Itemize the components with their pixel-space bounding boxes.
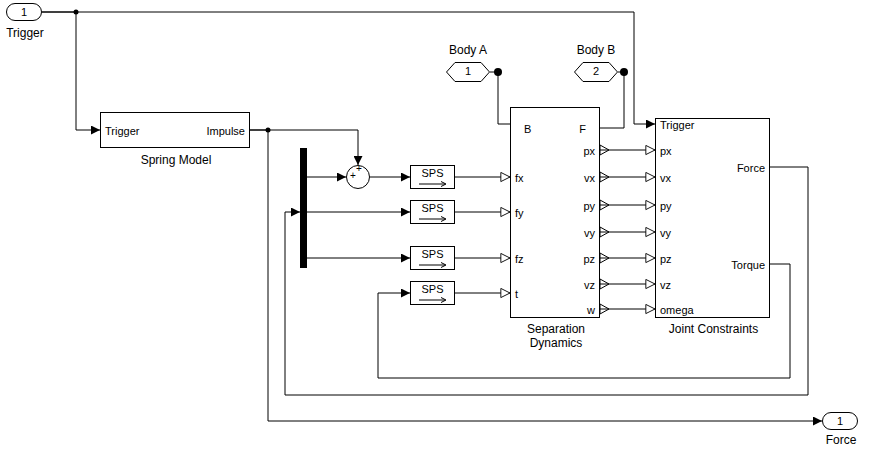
port-label: px — [583, 144, 595, 158]
port-label: w — [587, 303, 595, 317]
port-label: px — [660, 144, 672, 158]
block-name: Force — [811, 433, 871, 447]
port-label: fz — [515, 252, 524, 266]
sps-arrow — [418, 181, 448, 187]
port-label: 1 — [823, 414, 857, 428]
signal-line — [600, 232, 655, 233]
port-label: Force — [737, 161, 765, 175]
port-label: py — [583, 199, 595, 213]
separation-dynamics-block: BfxfyfztFpxvxpyvypzvzwSeparation Dynamic… — [510, 107, 600, 318]
block-name: Body A — [433, 43, 503, 57]
port-label: vx — [584, 171, 595, 185]
signal-line — [600, 284, 655, 285]
port-label: SPS — [411, 282, 454, 296]
sum-block: ++ — [346, 165, 370, 189]
signal-line — [370, 177, 410, 178]
port-label: SPS — [411, 166, 454, 180]
port-label: pz — [583, 252, 595, 266]
signal-line — [250, 130, 358, 165]
outport-block: 1Force — [822, 412, 858, 430]
port-label: 1 — [7, 5, 41, 19]
spring-model-block: TriggerImpulseSpring Model — [100, 112, 250, 148]
signal-line — [455, 177, 510, 178]
sps-converter: SPS — [410, 246, 455, 270]
port-label: Trigger — [105, 124, 139, 138]
port-label: 1 — [446, 64, 490, 78]
signal-line — [600, 205, 655, 206]
joint-constraints-block: TriggerpxvxpyvypzvzomegaForceTorqueJoint… — [655, 118, 770, 318]
signal-line — [455, 258, 510, 259]
port-label: F — [579, 122, 586, 136]
port-label: + — [356, 164, 362, 174]
inport-block: 1Trigger — [6, 3, 42, 21]
signal-line — [600, 177, 655, 178]
block-name: Joint Constraints — [659, 322, 769, 336]
port-label: SPS — [411, 201, 454, 215]
sps-converter: SPS — [410, 200, 455, 224]
port-label: vy — [584, 226, 595, 240]
port-label: omega — [660, 303, 694, 317]
port-label: vx — [660, 171, 671, 185]
mux-bar — [300, 148, 307, 268]
port-label: pz — [660, 252, 672, 266]
port-label: t — [515, 287, 518, 301]
port-label: SPS — [411, 247, 454, 261]
goto-tag: Body A1 — [446, 62, 490, 82]
port-label: Impulse — [206, 124, 245, 138]
output-port-symbols — [600, 145, 609, 314]
block-name: Trigger — [0, 26, 55, 40]
signal-line — [600, 258, 655, 259]
port-label: vy — [660, 226, 671, 240]
sps-converter: SPS — [410, 281, 455, 305]
port-label: Torque — [731, 258, 765, 272]
port-label: vz — [660, 278, 671, 292]
port-label: fy — [515, 206, 524, 220]
port-label: B — [524, 122, 531, 136]
goto-tag: Body B2 — [574, 62, 618, 82]
signal-line — [600, 150, 655, 151]
port-label: + — [350, 171, 356, 181]
signal-line — [455, 212, 510, 213]
port-label: py — [660, 199, 672, 213]
sps-arrow — [418, 216, 448, 222]
sps-arrow — [418, 262, 448, 268]
sps-converter: SPS — [410, 165, 455, 189]
signal-line — [600, 309, 655, 310]
port-label: vz — [584, 278, 595, 292]
signal-line — [455, 293, 510, 294]
port-label: fx — [515, 171, 524, 185]
port-label: Trigger — [660, 118, 694, 132]
signal-line — [42, 12, 100, 130]
block-name: Body B — [561, 43, 631, 57]
sps-arrow — [418, 297, 448, 303]
block-name: Separation Dynamics — [508, 322, 604, 350]
block-name: Spring Model — [116, 153, 236, 167]
port-label: 2 — [574, 64, 618, 78]
